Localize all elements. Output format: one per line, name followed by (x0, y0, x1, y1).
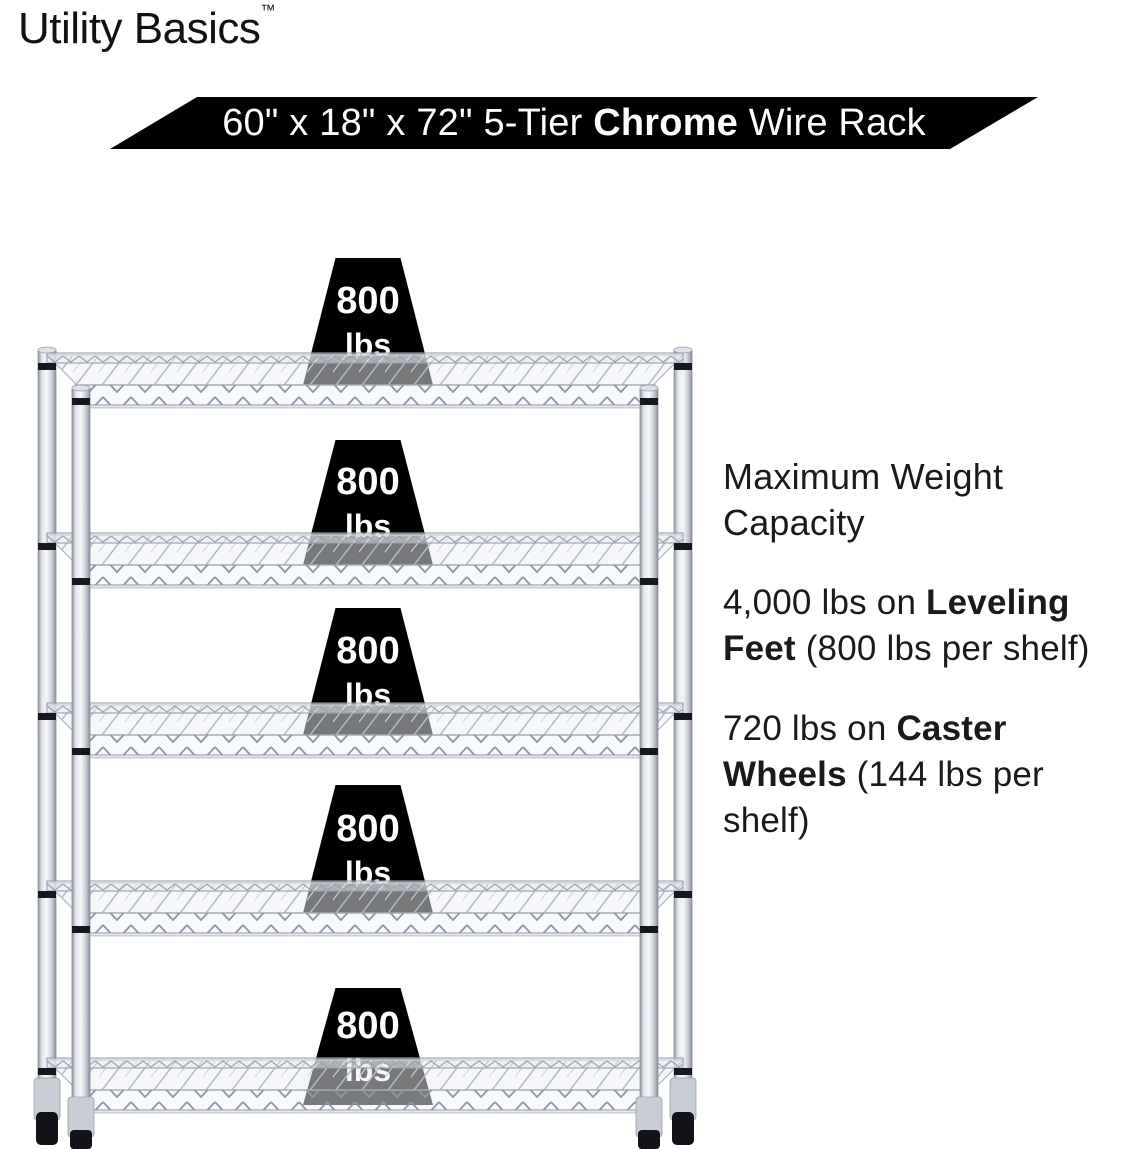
badge-value: 800 (336, 1005, 400, 1047)
brand-name: Utility Basics™ (18, 2, 275, 54)
shelf-1 (46, 352, 684, 409)
banner-title-prefix: 60" x 18" x 72" 5-Tier (222, 101, 594, 144)
leveling-foot (36, 1112, 58, 1145)
front-posts (67, 384, 663, 1149)
post-collars (38, 363, 692, 1075)
leveling-foot (672, 1112, 694, 1145)
badge-value: 800 (336, 807, 400, 850)
shelves (46, 352, 684, 1114)
badge-value: 800 (336, 280, 400, 322)
badge-value: 800 (336, 461, 400, 503)
brand-name-text: Utility Basics (18, 4, 261, 53)
leveling-foot (70, 1130, 92, 1149)
wire-rack-image (33, 346, 697, 1149)
leveling-foot (638, 1130, 660, 1149)
banner-title-suffix: Wire Rack (738, 101, 926, 144)
title-banner: 60" x 18" x 72" 5-Tier Chrome Wire Rack (110, 97, 1038, 149)
banner-title-highlight: Chrome (593, 101, 739, 144)
max-weight-heading: Maximum Weight Capacity (723, 456, 1004, 543)
trademark-symbol: ™ (260, 2, 276, 19)
shelf-5 (46, 1057, 684, 1114)
badge-value: 800 (336, 630, 400, 672)
shelf-3 (46, 702, 684, 759)
capacity-details: Maximum Weight Capacity 4,000 lbs on Lev… (723, 454, 1123, 844)
capacity-leveling-feet: 4,000 lbs on Leveling Feet (800 lbs per … (723, 583, 1090, 668)
capacity-caster-wheels: 720 lbs on Caster Wheels (144 lbs per sh… (723, 709, 1044, 840)
shelf-4 (46, 880, 684, 937)
shelf-2 (46, 532, 684, 589)
